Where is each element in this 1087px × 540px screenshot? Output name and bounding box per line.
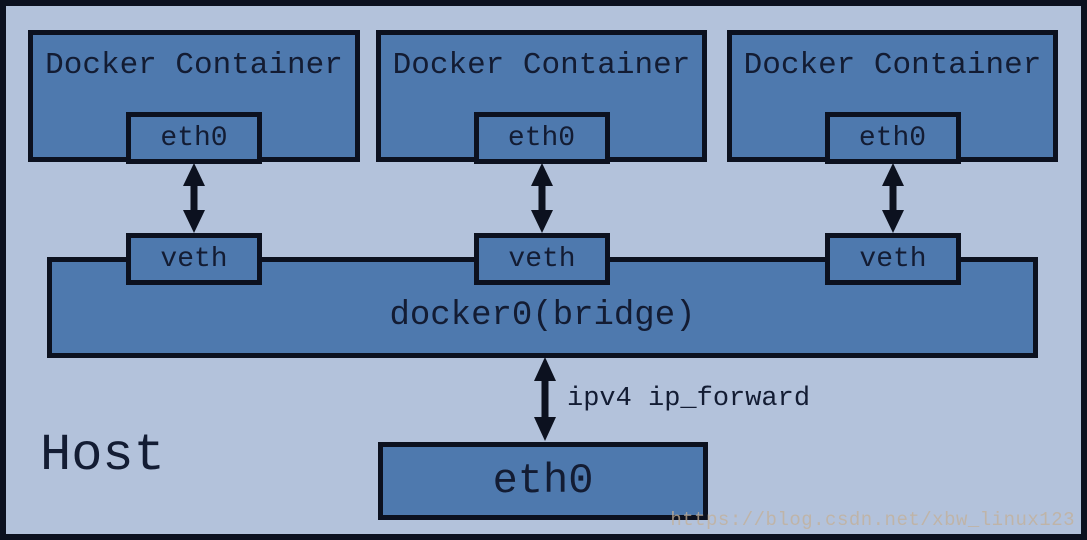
container-eth0-label-2: eth0 [507,122,576,154]
container-eth0-box-1: eth0 [126,112,262,164]
docker-container-label-3: Docker Container [743,48,1042,83]
veth-box-3: veth [825,233,961,285]
host-eth0-box: eth0 [378,442,708,520]
container-eth0-label-3: eth0 [858,122,927,154]
docker0-bridge-label: docker0(bridge) [389,296,696,335]
ip-forward-label: ipv4 ip_forward [567,384,811,414]
docker-container-box-3: Docker Container eth0 [727,30,1058,164]
veth-label-1: veth [160,243,228,275]
host-eth0-label: eth0 [492,457,594,505]
veth-label-3: veth [859,243,927,275]
container-eth0-box-2: eth0 [473,112,610,164]
eth0-veth-arrow-icon-3 [882,163,904,233]
docker-container-box-1: Docker Container eth0 [28,30,360,164]
veth-label-2: veth [508,243,576,275]
eth0-veth-arrow-icon-2 [531,163,553,233]
ip-forward-arrow-icon [534,357,556,441]
container-eth0-box-3: eth0 [824,112,961,164]
eth0-veth-arrow-icon-1 [183,163,205,233]
docker-container-box-2: Docker Container eth0 [376,30,707,164]
container-eth0-label-1: eth0 [160,122,228,154]
docker-container-label-1: Docker Container [45,48,343,83]
host-label: Host [40,426,165,485]
veth-box-2: veth [474,233,610,285]
docker-container-label-2: Docker Container [392,48,691,83]
veth-box-1: veth [126,233,262,285]
watermark-url: https://blog.csdn.net/xbw_linux123 [670,509,1075,531]
